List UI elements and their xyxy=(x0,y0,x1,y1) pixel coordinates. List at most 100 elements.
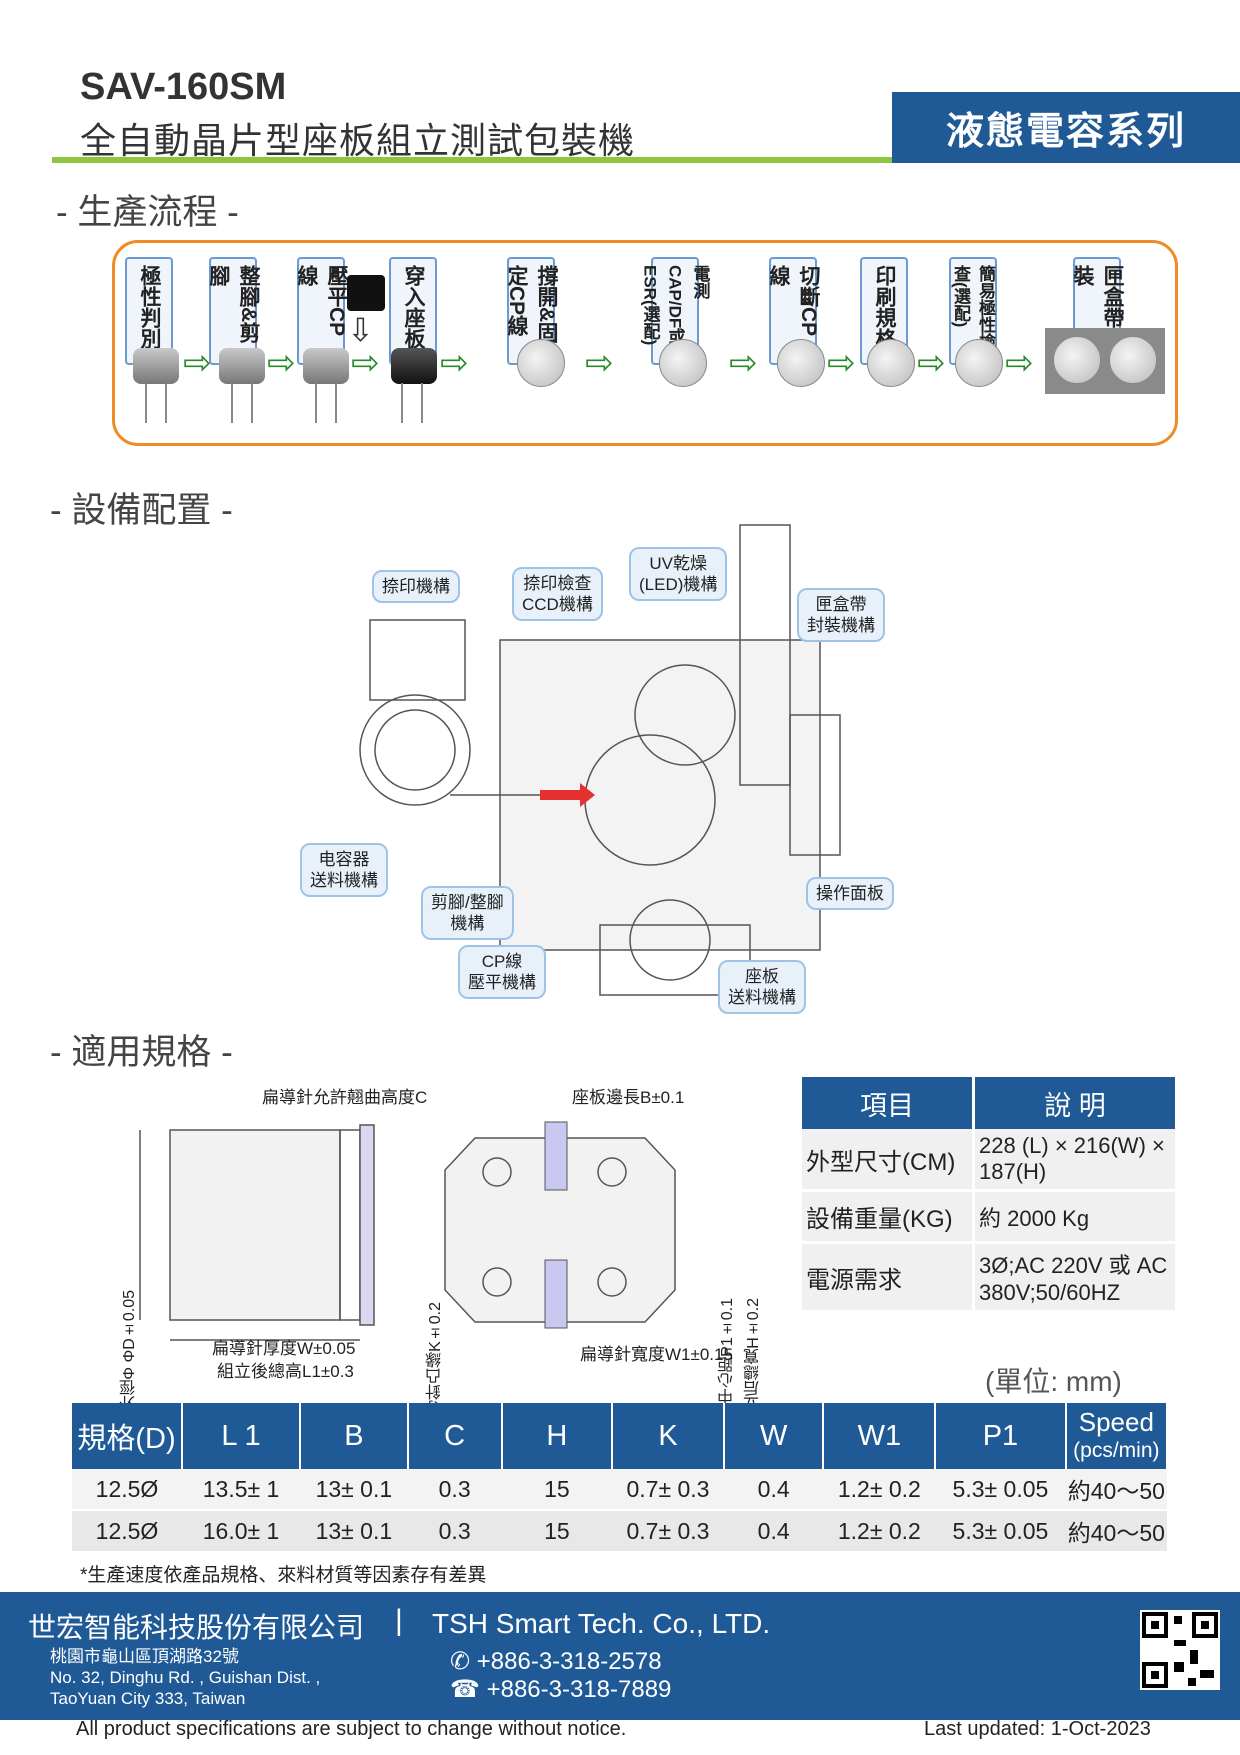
label-w1: 扁導針寬度W1±0.15 xyxy=(580,1345,733,1364)
capacitor-icon xyxy=(133,348,179,384)
dims-header: W xyxy=(723,1403,825,1469)
lead-icon xyxy=(165,383,167,423)
label-c: 扁導針允許翹曲高度C xyxy=(262,1088,428,1107)
capacitor-printed-icon xyxy=(867,339,915,387)
label-w: 扁導針厚度W±0.05 xyxy=(212,1339,356,1358)
cell: 13± 0.1 xyxy=(300,1510,408,1553)
cell: 0.4 xyxy=(723,1469,824,1511)
arrow-icon: ⇨ xyxy=(267,344,296,382)
spec-head-item: 項目 xyxy=(802,1077,975,1129)
machine-spec-table: 項目 說 明 外型尺寸(CM) 228 (L) × 216(W) × 187(H… xyxy=(802,1077,1178,1313)
address-cn: 桃園市龜山區頂湖路32號 xyxy=(50,1647,239,1666)
dims-header: K xyxy=(612,1403,725,1469)
lead-icon xyxy=(251,383,253,423)
address-en-1: No. 32, Dinghu Rd. , Guishan Dist. , xyxy=(50,1668,321,1687)
step-polarity: 極性判別 xyxy=(125,257,173,365)
spec-value: 228 (L) × 216(W) × 187(H) xyxy=(973,1129,1178,1192)
phone-number[interactable]: +886-3-318-2578 xyxy=(476,1648,662,1675)
speed-label: Speed xyxy=(1078,1406,1154,1437)
label-b: 座板邊長B±0.1 xyxy=(572,1088,685,1107)
dims-header: B xyxy=(300,1403,409,1469)
step-insert: 穿入座板 xyxy=(389,257,437,365)
table-row: 12.5Ø 13.5± 1 13± 0.1 0.3 15 0.7± 0.3 0.… xyxy=(72,1469,1167,1511)
arrow-icon: ⇨ xyxy=(183,344,212,382)
cell: 16.0± 1 xyxy=(181,1510,301,1553)
cell: 13± 0.1 xyxy=(300,1469,408,1511)
cell: 15 xyxy=(501,1469,613,1511)
arrow-icon: ⇨ xyxy=(729,344,758,382)
capacitor-printed-icon xyxy=(1053,336,1101,384)
section-process-heading: - 生產流程 - xyxy=(56,193,239,232)
cell: 0.3 xyxy=(407,1469,502,1511)
seat-plate-icon xyxy=(347,275,385,311)
callout-tape: 匣盒帶 封裝機構 xyxy=(797,588,885,642)
cell: 0.4 xyxy=(723,1510,824,1553)
section-config-heading: - 設備配置 - xyxy=(50,491,233,530)
footer-separator: | xyxy=(395,1604,403,1637)
label-od-value: ΦD±0.05 xyxy=(121,1290,138,1363)
cell: 約40～50 xyxy=(1065,1510,1167,1553)
capacitor-top-icon xyxy=(659,339,707,387)
model-number: SAV-160SM xyxy=(80,66,287,108)
address-en-2: TaoYuan City 333, Taiwan xyxy=(50,1689,246,1708)
section-spec-heading: - 適用規格 - xyxy=(50,1033,233,1072)
dims-header: H xyxy=(501,1403,614,1469)
cell: 0.7± 0.3 xyxy=(612,1469,724,1511)
arrow-icon: ⇨ xyxy=(351,344,380,382)
series-badge: 液態電容系列 xyxy=(892,92,1240,163)
dims-header: W1 xyxy=(823,1403,937,1469)
step-open-fix: 撐開&固定CP線 xyxy=(505,257,558,365)
lead-icon xyxy=(315,383,317,423)
machine-layout-drawing xyxy=(359,524,841,996)
down-arrow-icon: ⇩ xyxy=(347,312,374,348)
callout-seat: 座板 送料機構 xyxy=(718,960,806,1014)
arrow-icon: ⇨ xyxy=(585,344,614,382)
cell: 12.5Ø xyxy=(72,1469,182,1511)
spec-key: 外型尺寸(CM) xyxy=(802,1129,975,1192)
speed-note: *生產速度依產品規格、來料材質等因素存有差異 xyxy=(80,1565,487,1586)
qr-code-icon[interactable] xyxy=(1140,1610,1220,1690)
step-flatten: 壓平CP線 xyxy=(295,257,348,365)
dims-header: C xyxy=(407,1403,503,1469)
unit-label: (單位: mm) xyxy=(985,1366,1122,1397)
capacitor-top-icon xyxy=(517,339,565,387)
arrow-icon: ⇨ xyxy=(827,344,856,382)
company-contact: ✆ +886-3-318-2578 ☎ +886-3-318-7889 xyxy=(450,1648,671,1704)
dims-header: P1 xyxy=(935,1403,1067,1469)
fax-icon: ☎ xyxy=(450,1676,480,1703)
cell: 0.7± 0.3 xyxy=(612,1510,724,1553)
spec-value: 約 2000 Kg xyxy=(973,1190,1178,1244)
capacitor-icon xyxy=(303,348,349,384)
callout-cut: 剪腳/整腳 機構 xyxy=(421,886,514,940)
spec-value: 3Ø;AC 220V 或 AC 380V;50/60HZ xyxy=(973,1242,1178,1313)
lead-icon xyxy=(335,383,337,423)
phone-icon: ✆ xyxy=(450,1648,471,1675)
arrow-icon: ⇨ xyxy=(917,344,946,382)
callout-uv: UV乾燥 (LED)機構 xyxy=(629,547,728,601)
capacitor-icon xyxy=(219,348,265,384)
cell: 1.2± 0.2 xyxy=(823,1469,936,1511)
cell: 5.3± 0.05 xyxy=(935,1510,1066,1553)
header-divider xyxy=(52,157,892,163)
footer-bar xyxy=(0,1592,1240,1720)
arrow-icon: ⇨ xyxy=(440,344,469,382)
company-name-cn: 世宏智能科技股份有限公司 xyxy=(28,1612,365,1643)
lead-icon xyxy=(145,383,147,423)
tape-pack-image xyxy=(1045,328,1165,394)
speed-unit: (pcs/min) xyxy=(1073,1438,1160,1462)
cell: 1.2± 0.2 xyxy=(823,1510,936,1553)
dims-header-speed: Speed (pcs/min) xyxy=(1065,1403,1169,1469)
arrow-icon: ⇨ xyxy=(1005,344,1034,382)
capacitor-printed-icon xyxy=(955,339,1003,387)
spec-head-desc: 說 明 xyxy=(973,1077,1178,1129)
capacitor-printed-icon xyxy=(1109,336,1157,384)
company-address: 桃園市龜山區頂湖路32號 No. 32, Dinghu Rd. , Guisha… xyxy=(50,1646,320,1709)
dims-header: L 1 xyxy=(181,1403,302,1469)
capacitor-seated-icon xyxy=(391,348,437,384)
dims-header: 規格(D) xyxy=(72,1403,183,1469)
callout-panel: 操作面板 xyxy=(806,877,894,910)
last-updated: Last updated: 1-Oct-2023 xyxy=(924,1718,1151,1740)
dimension-drawing xyxy=(139,1121,676,1341)
lead-icon xyxy=(401,383,403,423)
cell: 13.5± 1 xyxy=(181,1469,301,1511)
